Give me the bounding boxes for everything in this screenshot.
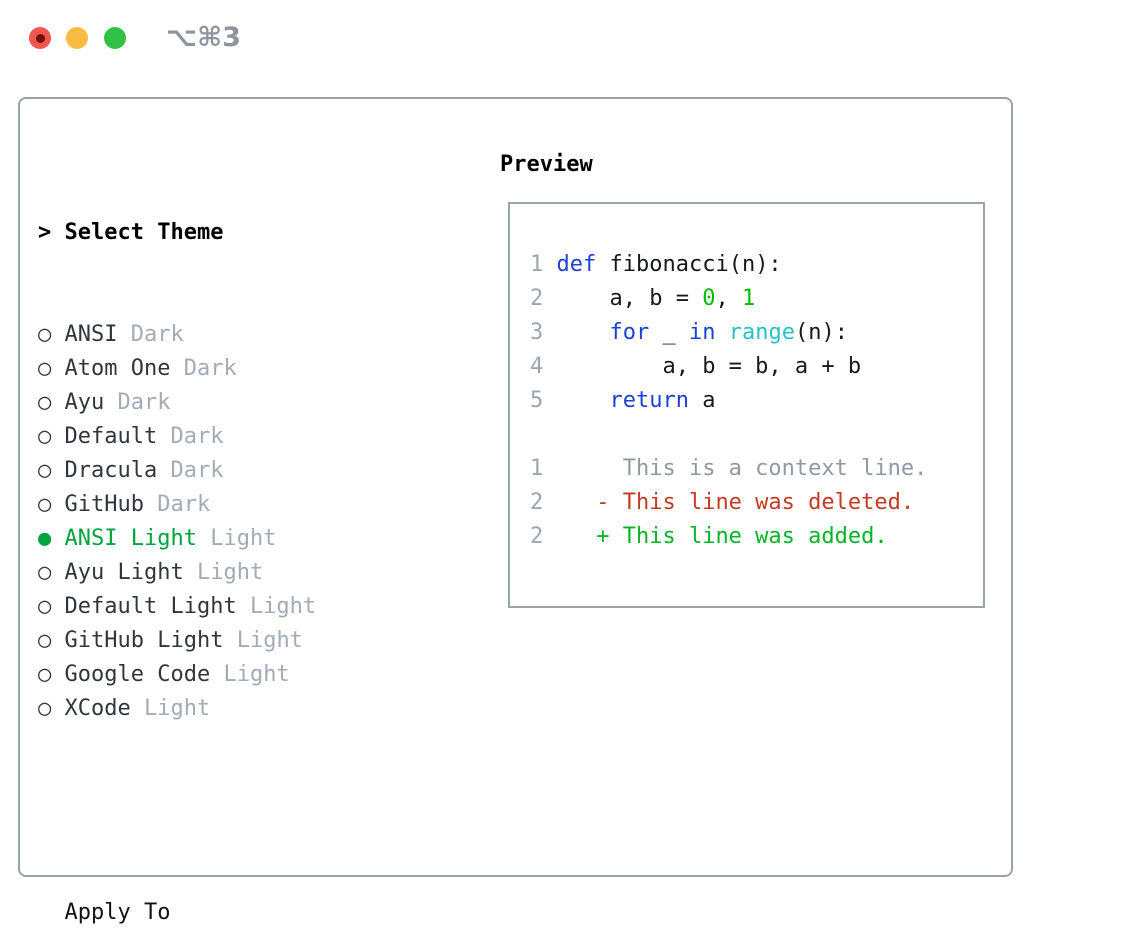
theme-variant-label: Light: [143, 696, 211, 721]
theme-variant-label: Dark: [170, 458, 224, 483]
theme-item-label: XCode: [64, 696, 131, 721]
title-bar: ⌥⌘3: [0, 0, 1140, 78]
theme-item-github-light[interactable]: ○ GitHub Light Light: [38, 624, 409, 658]
theme-item-label: Ayu Light: [64, 560, 184, 585]
theme-variant-label: Dark: [170, 424, 224, 449]
theme-item-ayu-light[interactable]: ○ Ayu Light Light: [38, 556, 409, 590]
preview-line: 2 + This line was added.: [530, 524, 888, 549]
theme-item-label: Default Light: [64, 594, 237, 619]
theme-item-label: GitHub: [64, 492, 144, 517]
theme-item-label: Atom One: [64, 356, 171, 381]
preview-code: 1 def fibonacci(n): 2 a, b = 0, 1 3 for _ …: [510, 204, 983, 554]
theme-item-default[interactable]: ○ Default Dark: [38, 420, 409, 454]
radio-unselected-icon: ○: [38, 356, 52, 381]
theme-variant-label: Light: [249, 594, 317, 619]
radio-unselected-icon: ○: [38, 390, 52, 415]
radio-selected-icon: ●: [38, 526, 52, 551]
theme-variant-label: Light: [223, 662, 290, 687]
preview-line: 2 - This line was deleted.: [530, 490, 915, 515]
theme-variant-label: Dark: [117, 390, 171, 415]
theme-item-ansi[interactable]: ○ ANSI Dark: [38, 318, 409, 352]
theme-variant-label: Light: [210, 526, 277, 551]
theme-list-header: > Select Theme: [38, 216, 409, 250]
theme-list: ○ ANSI Dark○ Atom One Dark○ Ayu Dark○ De…: [38, 318, 409, 726]
theme-variant-label: Dark: [157, 492, 211, 517]
theme-item-label: GitHub Light: [64, 628, 224, 653]
theme-item-ayu[interactable]: ○ Ayu Dark: [38, 386, 409, 420]
radio-unselected-icon: ○: [38, 492, 52, 517]
radio-unselected-icon: ○: [38, 560, 52, 585]
main-panel: > Select Theme ○ ANSI Dark○ Atom One Dar…: [18, 97, 1013, 925]
preview-line: 1 def fibonacci(n):: [530, 252, 782, 277]
radio-unselected-icon: ○: [38, 696, 52, 721]
theme-item-label: ANSI: [64, 322, 118, 347]
radio-unselected-icon: ○: [38, 424, 52, 449]
preview-line: 1 This is a context line.: [530, 456, 928, 481]
theme-item-label: Google Code: [64, 662, 211, 687]
theme-variant-label: Dark: [130, 322, 184, 347]
theme-item-label: Ayu: [64, 390, 105, 415]
theme-item-xcode[interactable]: ○ XCode Light: [38, 692, 409, 726]
theme-item-default-light[interactable]: ○ Default Light Light: [38, 590, 409, 624]
radio-unselected-icon: ○: [38, 322, 52, 347]
theme-item-dracula[interactable]: ○ Dracula Dark: [38, 454, 409, 488]
radio-unselected-icon: ○: [38, 662, 52, 687]
theme-item-label: Default: [64, 424, 158, 449]
theme-item-label: Dracula: [64, 458, 158, 483]
close-button[interactable]: [29, 27, 51, 49]
radio-unselected-icon: ○: [38, 458, 52, 483]
zoom-button[interactable]: [104, 27, 126, 49]
theme-item-label: ANSI Light: [64, 526, 197, 551]
theme-item-github[interactable]: ○ GitHub Dark: [38, 488, 409, 522]
theme-item-google-code[interactable]: ○ Google Code Light: [38, 658, 409, 692]
preview-line: 4 a, b = b, a + b: [530, 354, 862, 379]
preview-title: Preview: [500, 152, 593, 177]
minimize-button[interactable]: [66, 27, 88, 49]
keyboard-shortcut-label: ⌥⌘3: [166, 22, 241, 53]
focus-marker: >: [38, 220, 52, 245]
theme-item-atom-one[interactable]: ○ Atom One Dark: [38, 352, 409, 386]
spacer: [38, 794, 409, 828]
preview-panel: 1 def fibonacci(n): 2 a, b = 0, 1 3 for _ …: [508, 202, 985, 608]
radio-unselected-icon: ○: [38, 594, 52, 619]
preview-line: 3 for _ in range(n):: [530, 320, 848, 345]
theme-variant-label: Light: [236, 628, 303, 653]
theme-item-ansi-light[interactable]: ● ANSI Light Light: [38, 522, 409, 556]
preview-line: 2 a, b = 0, 1: [530, 286, 756, 311]
theme-variant-label: Light: [196, 560, 264, 585]
theme-selector: > Select Theme ○ ANSI Dark○ Atom One Dar…: [38, 148, 409, 934]
preview-line: [530, 418, 983, 452]
theme-list-title: Select Theme: [64, 220, 224, 245]
close-dot-icon: [35, 33, 45, 43]
apply-to-title: Apply To: [64, 900, 171, 925]
preview-line: 5 return a: [530, 388, 716, 413]
theme-variant-label: Dark: [183, 356, 237, 381]
radio-unselected-icon: ○: [38, 628, 52, 653]
